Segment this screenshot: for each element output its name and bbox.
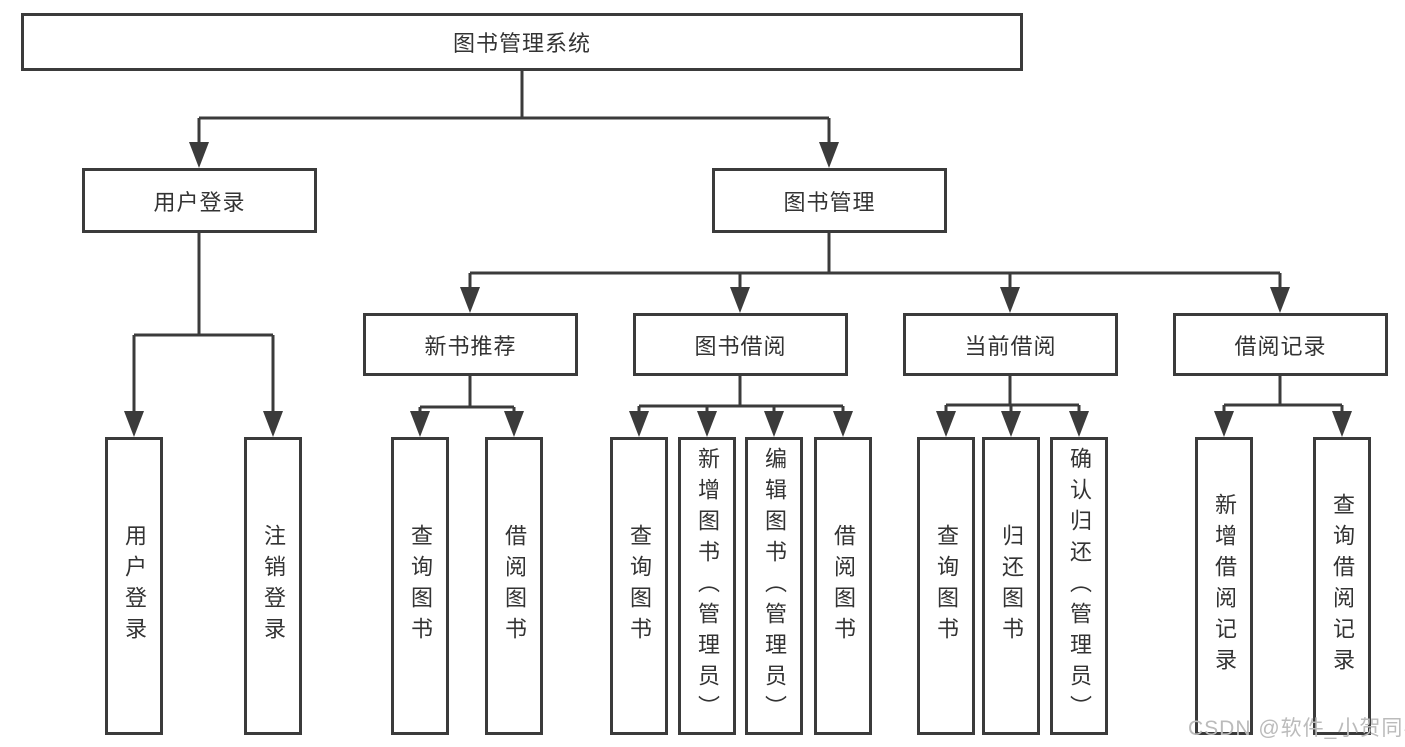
leaf-borrow-edit-books-admin: 编辑图书（管理员） — [745, 437, 803, 735]
node-label: 查询借阅记录 — [1330, 493, 1355, 679]
node-current-borrow: 当前借阅 — [903, 313, 1118, 376]
leaf-borrow-borrow-books: 借阅图书 — [814, 437, 872, 735]
node-label: 编辑图书（管理员） — [762, 446, 787, 726]
leaf-current-confirm-return-admin: 确认归还（管理员） — [1050, 437, 1108, 735]
leaf-current-query-books: 查询图书 — [917, 437, 975, 735]
leaf-logout: 注销登录 — [244, 437, 302, 735]
node-book-borrow: 图书借阅 — [633, 313, 848, 376]
node-label: 借阅图书 — [831, 524, 856, 648]
node-label: 查询图书 — [934, 524, 959, 648]
node-new-book-recommend: 新书推荐 — [363, 313, 578, 376]
connector-bookborrow-to-leaves — [637, 376, 845, 413]
node-label: 图书管理系统 — [452, 31, 591, 56]
arrowheads — [124, 142, 1352, 437]
node-label: 新增图书（管理员） — [695, 446, 720, 726]
node-borrow-records: 借阅记录 — [1173, 313, 1388, 376]
node-label: 用户登录 — [122, 524, 147, 648]
node-label: 图书管理 — [783, 189, 876, 215]
node-user-login-branch: 用户登录 — [82, 168, 317, 233]
connector-newbook-to-leaves — [418, 376, 516, 413]
node-label: 新书推荐 — [424, 333, 517, 359]
csdn-watermark: CSDN @软件_小贺同学 — [1188, 717, 1405, 740]
node-label: 当前借阅 — [964, 333, 1057, 359]
leaf-borrow-query-books: 查询图书 — [610, 437, 668, 735]
connector-currentborrow-to-leaves — [944, 376, 1081, 413]
node-label: 注销登录 — [261, 524, 286, 648]
node-label: 查询图书 — [408, 524, 433, 648]
leaf-records-add-record: 新增借阅记录 — [1195, 437, 1253, 735]
node-label: 图书借阅 — [694, 333, 787, 359]
node-label: 查询图书 — [627, 524, 652, 648]
connector-borrowrecords-to-leaves — [1222, 376, 1344, 413]
node-label: 用户登录 — [153, 189, 246, 215]
leaf-current-return-books: 归还图书 — [982, 437, 1040, 735]
node-root-system: 图书管理系统 — [21, 13, 1023, 71]
node-label: 借阅记录 — [1234, 333, 1327, 359]
connector-bookmgmt-to-level3 — [468, 233, 1282, 289]
connector-root-to-level2 — [197, 71, 831, 144]
node-label: 借阅图书 — [502, 524, 527, 648]
node-label: 新增借阅记录 — [1212, 493, 1237, 679]
connector-userlogin-to-leaves — [132, 232, 275, 413]
node-book-management-branch: 图书管理 — [712, 168, 947, 233]
leaf-user-login: 用户登录 — [105, 437, 163, 735]
leaf-newbook-borrow-books: 借阅图书 — [485, 437, 543, 735]
leaf-records-query-record: 查询借阅记录 — [1313, 437, 1371, 735]
node-label: 归还图书 — [999, 524, 1024, 648]
node-label: 确认归还（管理员） — [1067, 446, 1092, 726]
leaf-newbook-query-books: 查询图书 — [391, 437, 449, 735]
leaf-borrow-add-books-admin: 新增图书（管理员） — [678, 437, 736, 735]
